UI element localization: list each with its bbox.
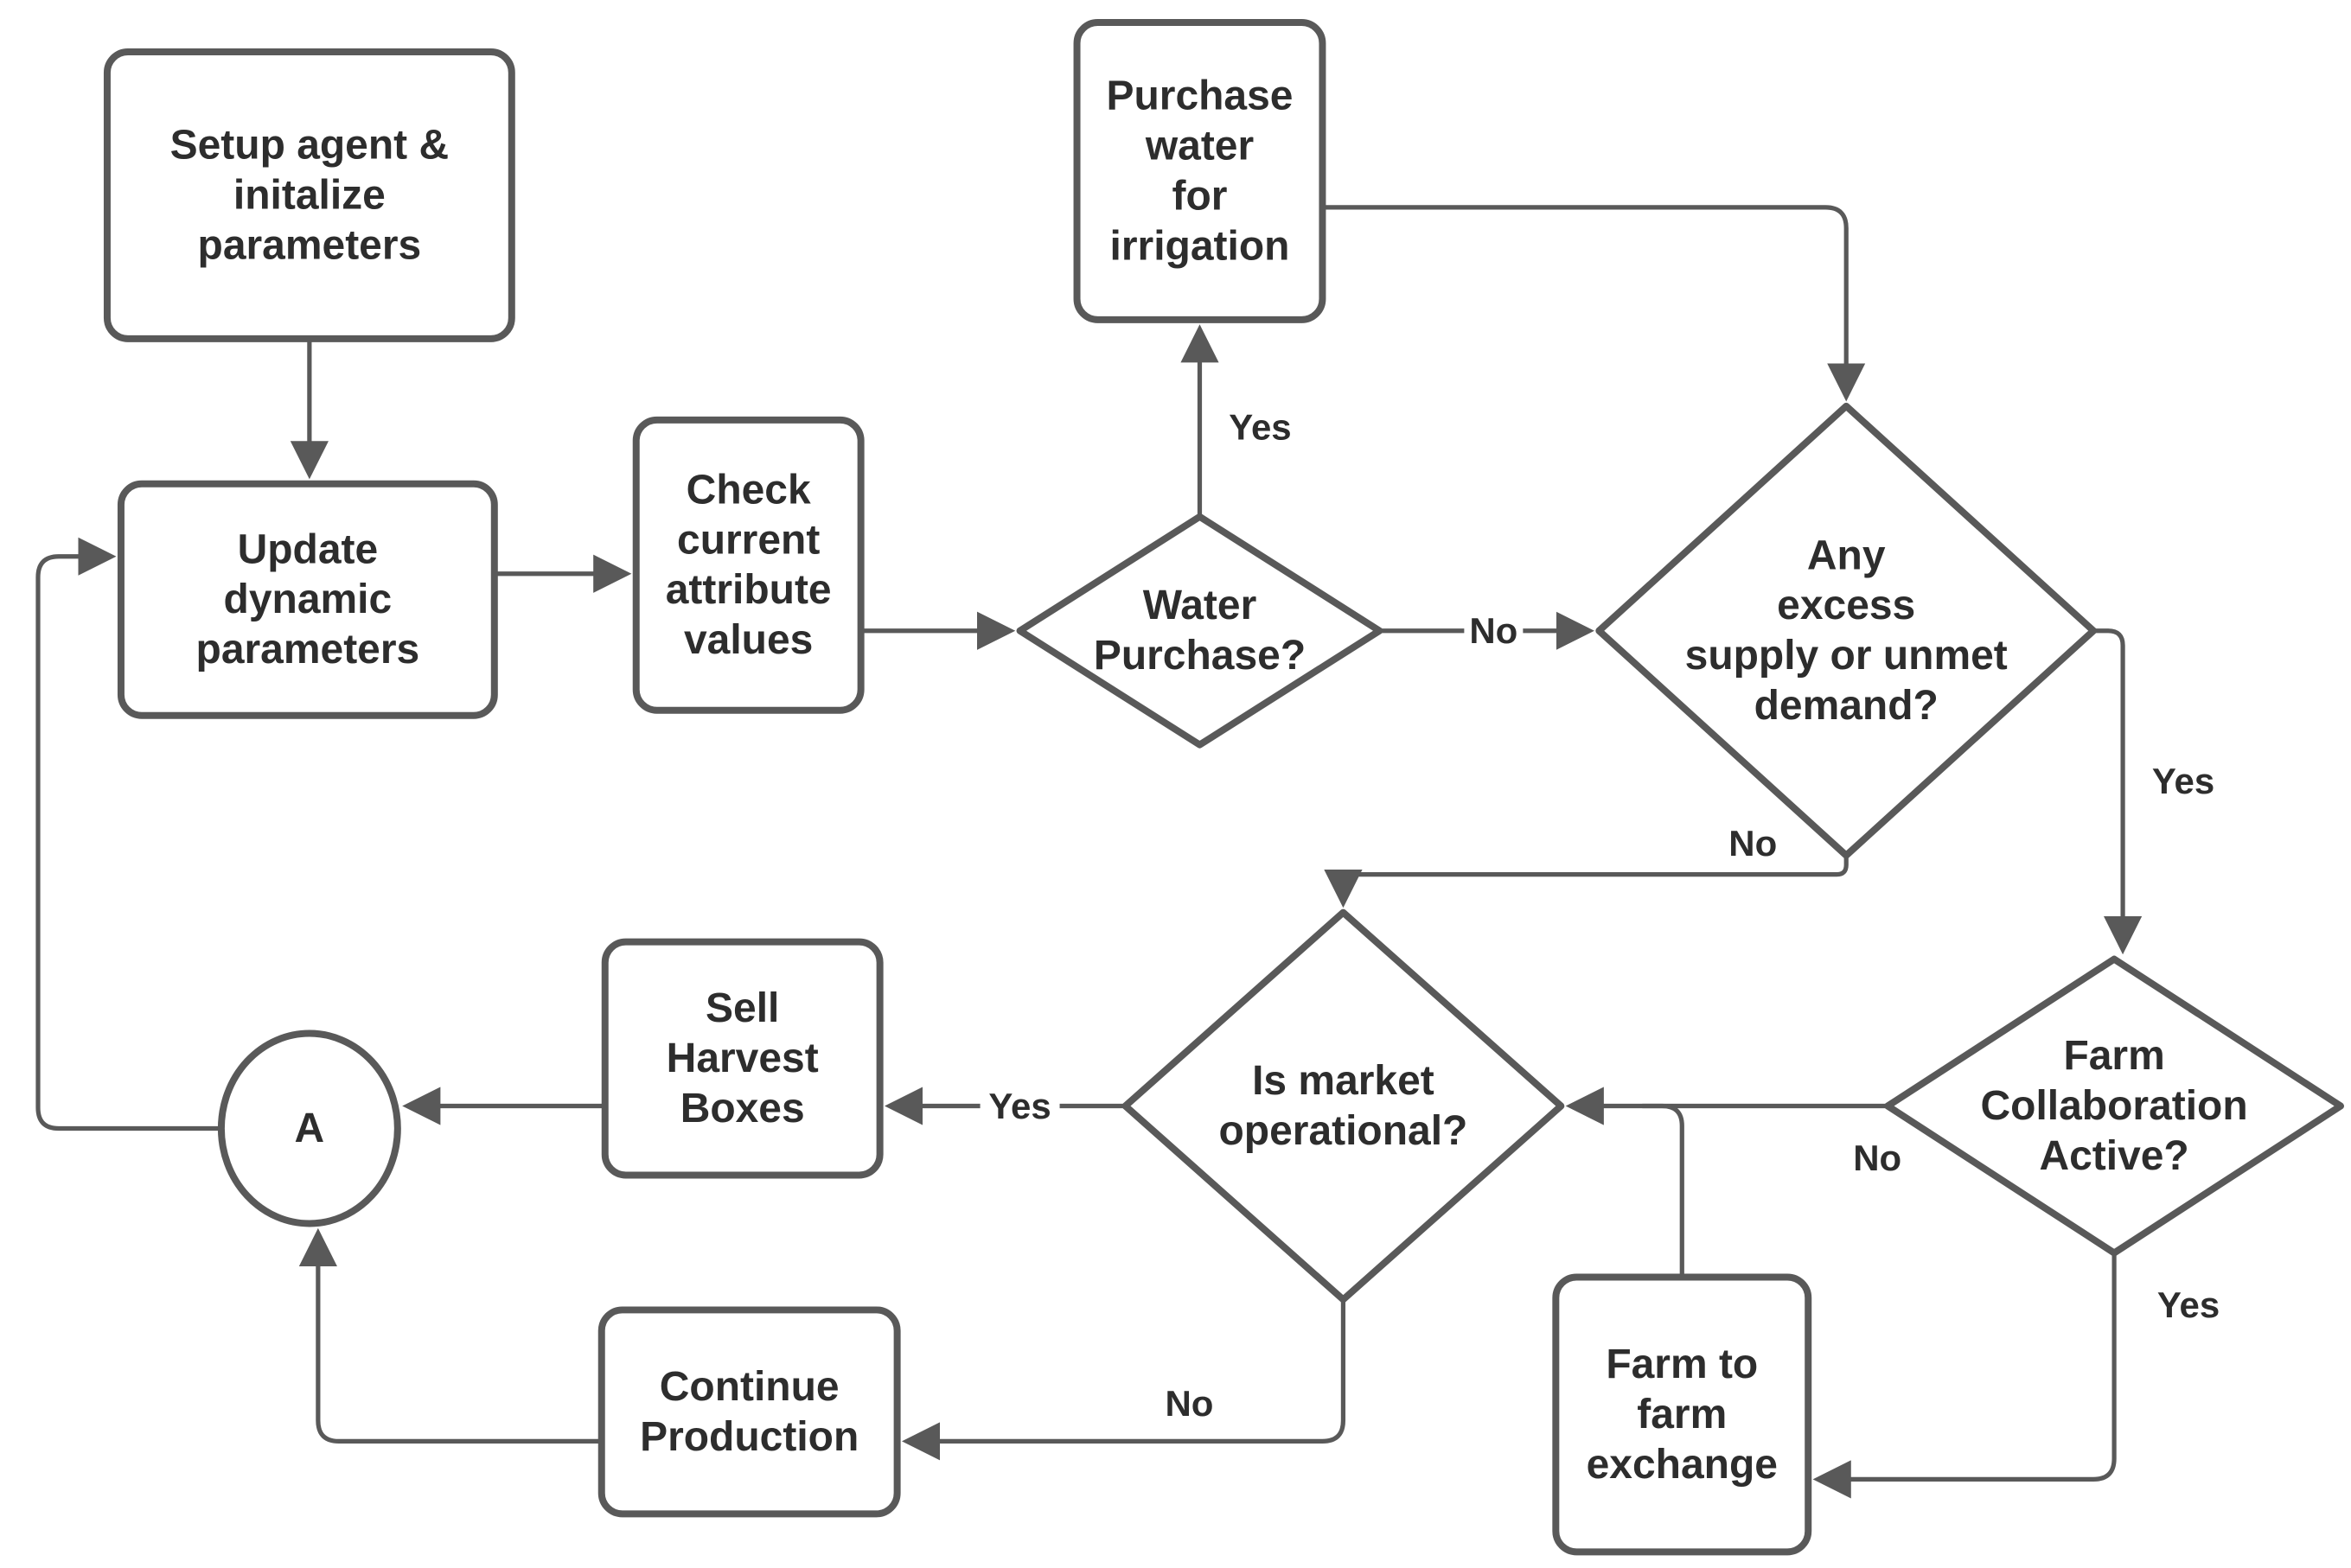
continue-box bbox=[597, 1306, 901, 1518]
collab-diamond bbox=[1884, 955, 2344, 1257]
edge-label-text: Yes bbox=[2152, 761, 2214, 801]
exchange-box bbox=[1552, 1273, 1812, 1556]
sell-box bbox=[601, 938, 884, 1179]
purchase-box bbox=[1073, 18, 1326, 323]
circleA-circle bbox=[217, 1029, 401, 1227]
flow-edge-loop-a-to-update bbox=[35, 537, 220, 1131]
flow-edge-market-no-continue bbox=[901, 1299, 1346, 1461]
flow-edge-continue-to-a bbox=[298, 1227, 602, 1444]
circleA-label: A bbox=[295, 1106, 325, 1151]
edge-label-collab-no-market: No bbox=[1853, 1138, 1901, 1178]
setup-box bbox=[103, 48, 515, 342]
flow-edge-purchase-to-excess bbox=[1322, 205, 1866, 402]
edge-label-text: No bbox=[1469, 610, 1517, 651]
market-diamond bbox=[1121, 908, 1565, 1303]
edge-label-market-no-continue: No bbox=[1166, 1383, 1214, 1424]
edge-label-text: Yes bbox=[988, 1086, 1051, 1126]
edge-label-collab-yes-exchange: Yes bbox=[2157, 1284, 2220, 1325]
edge-label-bg bbox=[980, 1083, 1060, 1129]
edge-label-text: Yes bbox=[1229, 406, 1291, 447]
edge-label-excess-yes-collab: Yes bbox=[2152, 761, 2214, 801]
flow-edge-collab-yes-exchange bbox=[1812, 1252, 2117, 1499]
flow-edge-excess-no-market bbox=[1324, 855, 1849, 908]
edge-label-excess-no-market: No bbox=[1728, 823, 1777, 864]
edge-label-text: No bbox=[1166, 1383, 1214, 1424]
water-diamond bbox=[1016, 513, 1383, 749]
flow-edge-exchange-to-market-line bbox=[1642, 1103, 1684, 1278]
edge-label-water-no-excess: No bbox=[1464, 608, 1524, 653]
excess-diamond bbox=[1595, 402, 2098, 859]
edge-label-text: No bbox=[1853, 1138, 1901, 1178]
edge-label-bg bbox=[1464, 608, 1524, 653]
flow-edge-excess-yes-collab bbox=[2093, 628, 2143, 955]
flowchart-node-circleA: A bbox=[217, 1029, 401, 1227]
edge-label-water-yes-purchase: Yes bbox=[1229, 406, 1291, 447]
edge-label-text: No bbox=[1728, 823, 1777, 864]
edge-label-text: Yes bbox=[2157, 1284, 2220, 1325]
check-box bbox=[632, 416, 865, 714]
edge-label-market-yes-sell: Yes bbox=[980, 1083, 1060, 1129]
update-box bbox=[117, 480, 498, 719]
